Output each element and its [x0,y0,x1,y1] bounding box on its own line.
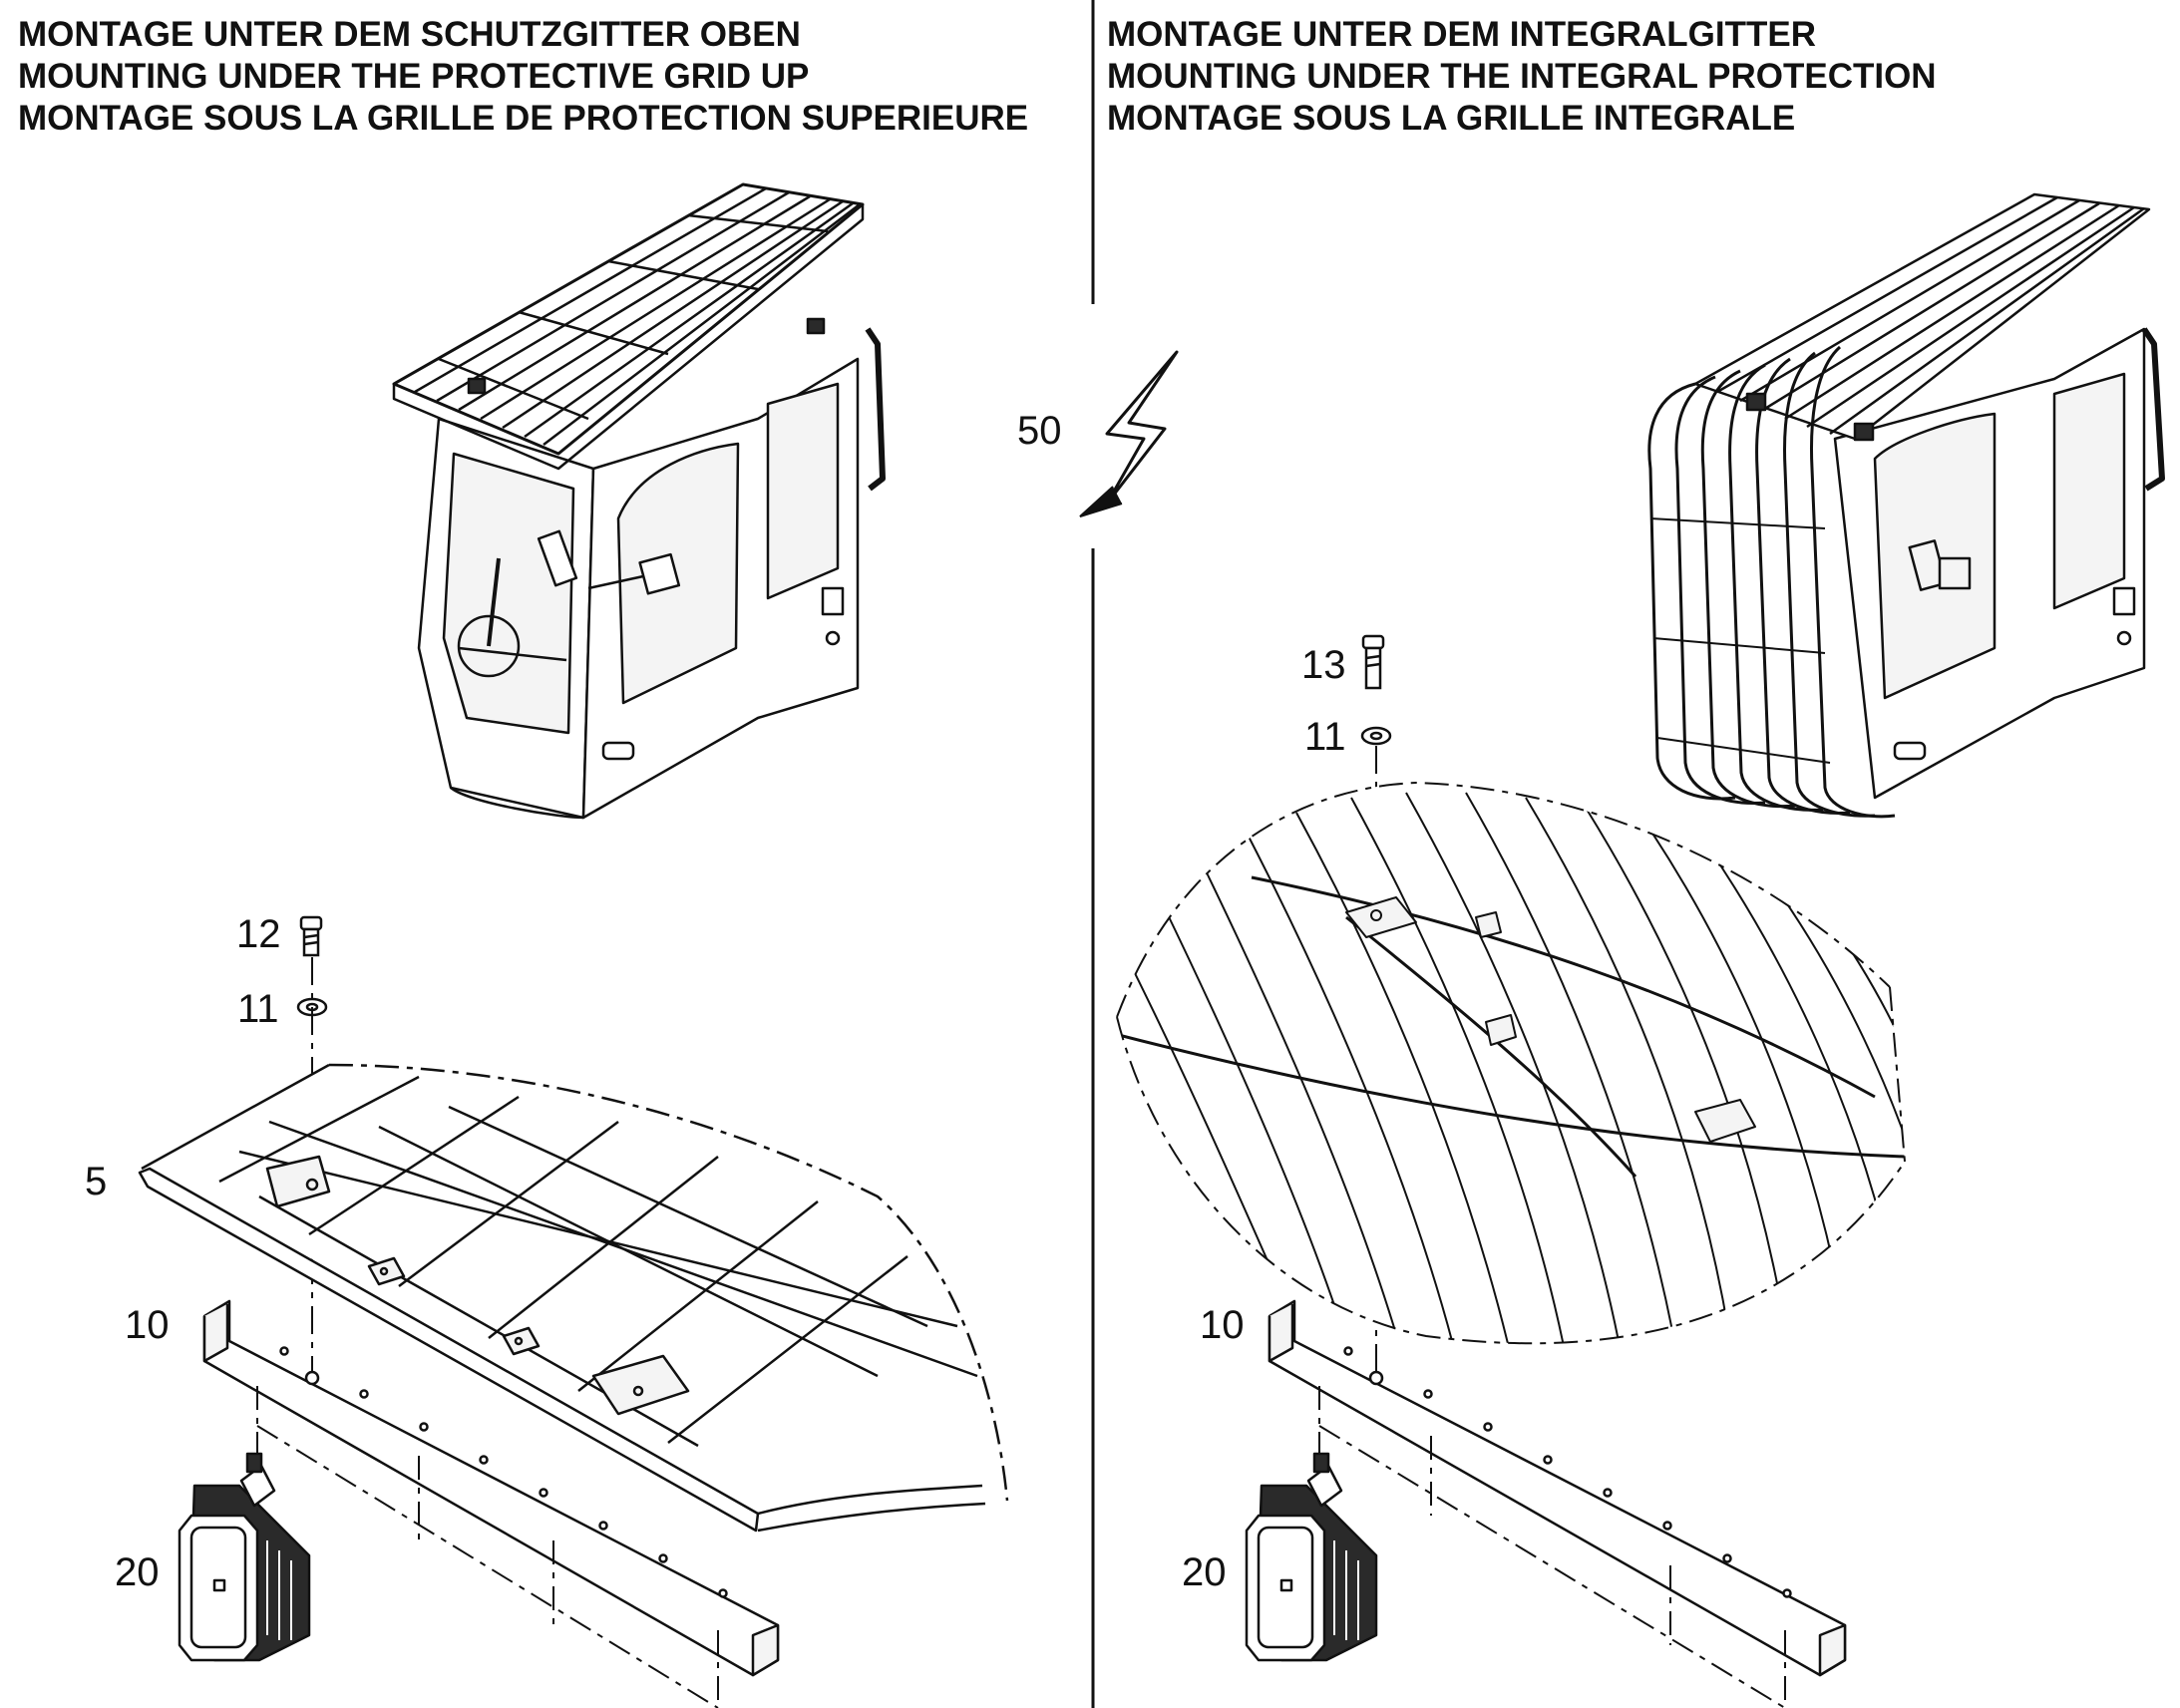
grid-frame-5 [138,1063,1009,1533]
heading-left-de: MONTAGE UNTER DEM SCHUTZGITTER OBEN [18,15,801,54]
work-lamp-20-right [1245,1452,1378,1662]
lightning-break-icon [1079,350,1179,517]
callout-5: 5 [85,1160,107,1203]
heading-left-fr: MONTAGE SOUS LA GRILLE DE PROTECTION SUP… [18,99,1029,138]
projection-lines-right [1318,1386,1786,1708]
heading-right-en: MOUNTING UNDER THE INTEGRAL PROTECTION [1107,57,1937,96]
callout-50: 50 [1017,409,1062,453]
heading-right: MONTAGE UNTER DEM INTEGRALGITTER MOUNTIN… [1107,14,1937,140]
callout-10-right: 10 [1200,1303,1245,1347]
heading-right-de: MONTAGE UNTER DEM INTEGRALGITTER [1107,15,1816,54]
bolt-12 [299,915,323,957]
callout-13: 13 [1301,643,1346,687]
integral-grid-roof [1116,782,1906,1345]
bolt-13 [1361,634,1385,690]
work-lamp-20-left [178,1452,311,1662]
callout-11-left: 11 [237,987,279,1031]
bracket-10-right [1268,1299,1847,1677]
callout-12: 12 [236,912,281,956]
bracket-10-left [202,1299,780,1677]
heading-right-fr: MONTAGE SOUS LA GRILLE INTEGRALE [1107,99,1796,138]
callout-10-left: 10 [125,1303,170,1347]
heading-left-en: MOUNTING UNDER THE PROTECTIVE GRID UP [18,57,810,96]
cab-left [392,182,886,820]
callout-20-left: 20 [115,1550,160,1594]
callout-11-right: 11 [1304,715,1346,759]
washer-11-right [1360,726,1392,746]
heading-left: MONTAGE UNTER DEM SCHUTZGITTER OBEN MOUN… [18,14,1028,140]
callout-20-right: 20 [1182,1550,1227,1594]
cab-right [1647,192,2165,819]
